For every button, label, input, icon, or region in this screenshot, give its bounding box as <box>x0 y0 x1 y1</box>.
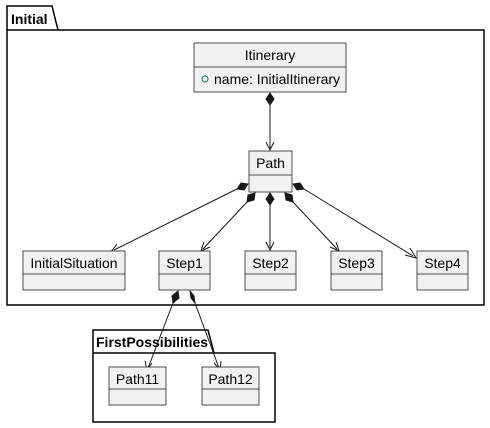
relations <box>109 92 418 372</box>
class-path-name: Path <box>256 155 285 171</box>
class-itinerary[interactable]: Itinerary name: InitialItinerary <box>193 42 347 93</box>
class-step2[interactable]: Step2 <box>244 250 297 291</box>
relation-itinerary-path <box>265 92 275 152</box>
class-path12-name: Path12 <box>208 371 253 387</box>
package-initial-frame <box>6 5 485 306</box>
composition-diamond <box>236 182 249 191</box>
class-step4[interactable]: Step4 <box>416 250 469 291</box>
relation-path-step4 <box>292 182 418 259</box>
class-path12[interactable]: Path12 <box>201 366 260 406</box>
relation-path-step1 <box>200 192 256 252</box>
package-firstpossibilities-label: FirstPossibilities <box>96 334 208 350</box>
relation-path-step3 <box>284 192 340 252</box>
class-step1[interactable]: Step1 <box>158 250 211 291</box>
class-initialsituation[interactable]: InitialSituation <box>22 250 126 291</box>
class-step3[interactable]: Step3 <box>330 250 383 291</box>
composition-diamond <box>284 192 294 203</box>
class-path[interactable]: Path <box>248 150 293 193</box>
package-initial: Initial <box>6 5 485 306</box>
class-itinerary-name: Itinerary <box>245 47 296 63</box>
composition-diamond <box>292 182 305 191</box>
class-path11[interactable]: Path11 <box>108 366 167 406</box>
composition-diamond <box>265 92 275 106</box>
class-step4-name: Step4 <box>424 255 461 271</box>
classes: Itinerary name: InitialItinerary Path In… <box>22 42 469 406</box>
composition-diamond <box>265 192 275 206</box>
class-path11-name: Path11 <box>116 371 160 387</box>
composition-diamond <box>246 192 256 203</box>
composition-diamond <box>171 290 180 304</box>
arrowhead <box>404 247 418 259</box>
composition-diamond <box>189 289 196 305</box>
package-initial-label: Initial <box>11 11 48 27</box>
class-step3-name: Step3 <box>338 255 375 271</box>
class-step1-name: Step1 <box>166 255 203 271</box>
relation-path-step2 <box>265 192 275 252</box>
class-initialsituation-name: InitialSituation <box>30 255 117 271</box>
public-visibility-icon <box>201 75 209 83</box>
arrowhead <box>265 141 275 152</box>
class-itinerary-attribute: name: InitialItinerary <box>214 71 340 87</box>
class-step2-name: Step2 <box>252 255 289 271</box>
arrowhead <box>265 241 275 252</box>
